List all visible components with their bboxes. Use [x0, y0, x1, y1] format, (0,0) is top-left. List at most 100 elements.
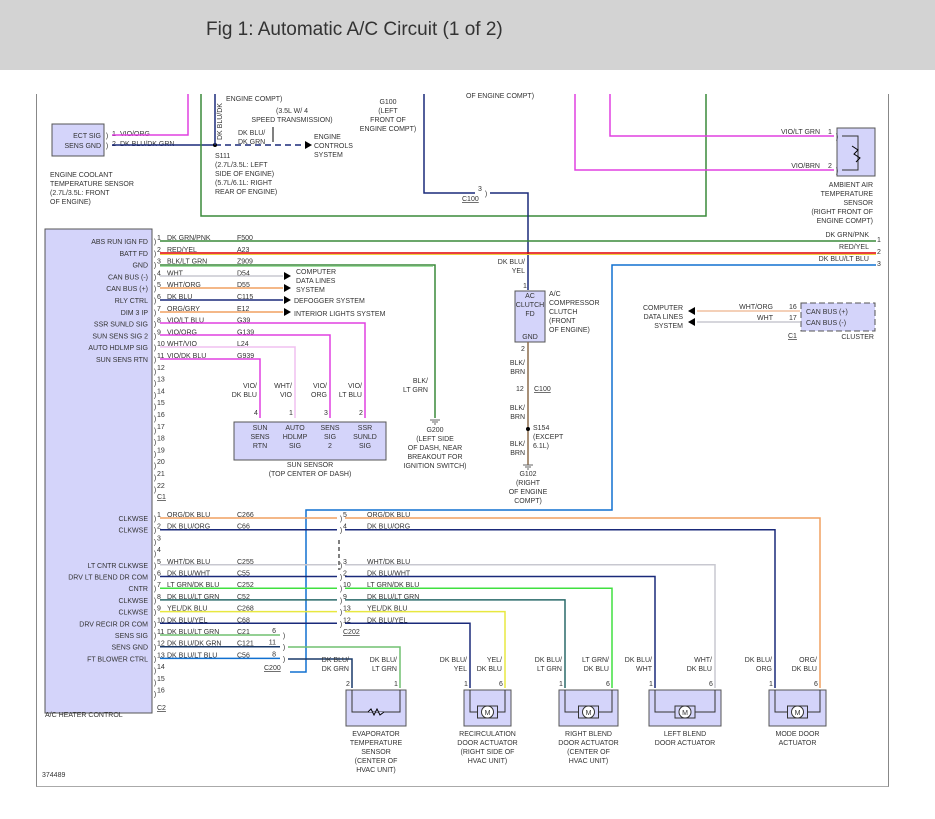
connector-pin-icon: ): [154, 539, 156, 546]
ac-compressor-label: COMPRESSOR: [549, 300, 600, 307]
c1-pin-number: 6: [157, 294, 161, 301]
connector-pin-icon: ): [340, 621, 342, 628]
c2-circuit-id: C52: [237, 594, 250, 601]
wire-c200-sens-gnd: [288, 658, 353, 688]
c1-pin-number: 22: [157, 483, 165, 490]
c1-pin-number: 4: [157, 270, 161, 277]
motor-symbol: M: [682, 710, 688, 717]
actuator-label: ACTUATOR: [779, 740, 817, 747]
sun-sensor-wire-label: ORG: [311, 392, 327, 399]
actuator-wire-label: DK BLU/: [745, 657, 772, 664]
connector-pin-icon: ): [154, 516, 156, 523]
c2-wire-label: YEL/DK BLU: [167, 606, 207, 613]
c2-pin-name: LT CNTR CLKWSE: [88, 563, 149, 570]
connector-pin-icon: ): [154, 381, 156, 388]
c2-pin-name: FT BLOWER CTRL: [87, 656, 148, 663]
connector-pin-icon: ): [154, 369, 156, 376]
c1-wire-label: BLK/LT GRN: [167, 259, 207, 266]
resistor-icon: [367, 707, 385, 717]
c2-wire-label: DK BLU/DK GRN: [167, 641, 221, 648]
c1-circuit-id: D54: [237, 270, 250, 277]
connector-pin-icon: ): [340, 528, 342, 535]
sun-sensor-wire-label: LT BLU: [339, 392, 362, 399]
actuator-wire-label: DK BLU/: [535, 657, 562, 664]
c1-pin-name: SUN SENS SIG 2: [92, 333, 148, 340]
motor-icon: [481, 705, 494, 719]
cluster-pin-number: 17: [789, 315, 797, 322]
connector-pin-icon: ): [340, 516, 342, 523]
c1-circuit-id: G39: [237, 318, 250, 325]
ambient-pin-number: 1: [828, 129, 832, 136]
c202-pin-number: 5: [343, 512, 347, 519]
connector-pin-icon: ): [154, 586, 156, 593]
actuator-pin-number: 1: [394, 681, 398, 688]
c1-circuit-id: C115: [237, 294, 253, 301]
c1-pin-number: 1: [157, 235, 161, 242]
actuator-label: DOOR ACTUATOR: [558, 740, 618, 747]
c1-pin-number: 20: [157, 459, 165, 466]
g100-label: (LEFT: [378, 108, 398, 115]
actuator-label: HVAC UNIT): [356, 767, 396, 774]
c1-pin-number: 16: [157, 412, 165, 419]
right-wire-label: DK GRN/PNK: [825, 232, 869, 239]
c202-wire-label: ORG/DK BLU: [367, 512, 410, 519]
c1-circuit-id: E12: [237, 306, 250, 313]
c2-circuit-id: C268: [237, 606, 254, 613]
wire-c202-to-actuator: [345, 528, 776, 688]
actuator-pin-number: 6: [499, 681, 503, 688]
c1-pin-name: SSR SUNLD SIG: [94, 322, 148, 329]
wire-c200-sens-sig: [288, 646, 401, 688]
vertical-wire-label: DK BLU/DK: [217, 103, 224, 140]
sun-sensor-pin-number: 3: [324, 410, 328, 417]
g100-label: G100: [379, 99, 396, 106]
actuator-label: (CENTER OF: [567, 749, 610, 756]
arrow-icon: [284, 296, 291, 304]
sun-sensor-pin-name: SENS: [320, 425, 339, 432]
connector-pin-icon: ): [154, 345, 156, 352]
figure-header: Fig 1: Automatic A/C Circuit (1 of 2): [0, 0, 935, 70]
actuator-label: RECIRCULATION: [459, 731, 516, 738]
c2-wire-label: DK BLU/ORG: [167, 524, 210, 531]
connector-pin-icon: ): [340, 563, 342, 570]
clutch-out-wire-label: BLK/: [510, 360, 525, 367]
actuator-wire-label: LT GRN/: [582, 657, 609, 664]
connector-pin-icon: ): [154, 416, 156, 423]
of-engine-compt-label: OF ENGINE COMPT): [466, 93, 534, 100]
c2-pin-name: CLKWSE: [118, 528, 148, 535]
g200-label: (LEFT SIDE: [416, 436, 454, 443]
wire-dk-blu-lt-blu: [290, 264, 876, 673]
c2-pin-number: 5: [157, 559, 161, 566]
wire-vio-dk-blu: [160, 358, 261, 418]
c2-pin-number: 16: [157, 688, 165, 695]
c1-wire-label: ORG/GRY: [167, 306, 200, 313]
c2-pin-name: DRV RECIR DR COM: [79, 621, 148, 628]
c1-wire-label: DK GRN/PNK: [167, 235, 211, 242]
connector-pin-icon: ): [154, 251, 156, 258]
c1-pin-number: 21: [157, 471, 165, 478]
actuator-wire-label: ORG/: [799, 657, 817, 664]
clutch-out-wire-label: BRN: [510, 450, 525, 457]
c200-connector-label: C200: [264, 665, 281, 672]
c2-circuit-id: C66: [237, 524, 250, 531]
g100-label: ENGINE COMPT): [360, 126, 416, 133]
actuator-label: DOOR ACTUATOR: [655, 740, 715, 747]
ac-compressor-label: (FRONT: [549, 318, 576, 325]
resistor-path: [842, 135, 859, 171]
splice-s111-label: (5.7L/6.1L: RIGHT: [215, 180, 273, 187]
wire-c202-to-actuator: [345, 517, 821, 688]
c202-wire-label: DK BLU/WHT: [367, 571, 411, 578]
g102-label: G102: [519, 471, 536, 478]
c1-pin-number: 2: [157, 247, 161, 254]
actuator-wire-label: WHT: [636, 666, 653, 673]
ambient-wire-label: VIO/LT GRN: [781, 129, 820, 136]
c202-pin-number: 13: [343, 606, 351, 613]
c2-pin-name: CLKWSE: [118, 610, 148, 617]
c1-pin-number: 17: [157, 424, 165, 431]
ect-pin-name: SENS GND: [64, 143, 101, 150]
sun-sensor-pin-name: SIG: [359, 443, 371, 450]
c2-pin-number: 8: [157, 594, 161, 601]
actuator-pin-number: 1: [464, 681, 468, 688]
actuator-wire-label: DK BLU/: [370, 657, 397, 664]
motor-icon: [791, 705, 804, 719]
connector-pin-icon: ): [340, 610, 342, 617]
